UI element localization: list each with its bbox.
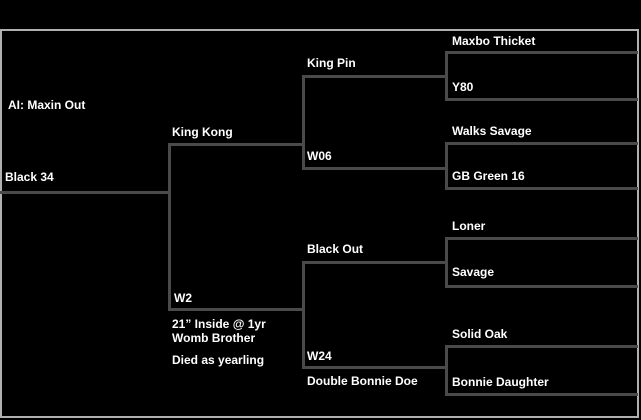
node-bonnie-daughter-label: Bonnie Daughter: [452, 375, 549, 389]
node-y80-label: Y80: [452, 80, 474, 94]
pedigree-connector-gen2: [168, 143, 171, 311]
node-black-out-label: Black Out: [307, 242, 364, 256]
node-w2-note-womb-brother: 21” Inside @ 1yr Womb Brother: [172, 317, 266, 345]
pedigree-connector-gen4-d: [445, 345, 448, 396]
pedigree-line-w2: [168, 308, 305, 311]
node-w06-label: W06: [307, 149, 332, 163]
pedigree-connector-gen3-top: [302, 75, 305, 170]
node-w24-label: W24: [307, 349, 332, 363]
pedigree-line-maxbo-thicket: [445, 51, 638, 54]
pedigree-line-dam: [0, 191, 171, 194]
pedigree-connector-gen4-c: [445, 237, 448, 288]
pedigree-line-king-kong: [168, 143, 305, 146]
node-maxbo-thicket-label: Maxbo Thicket: [452, 34, 536, 48]
node-walks-savage-label: Walks Savage: [452, 124, 532, 138]
node-loner-label: Loner: [452, 219, 486, 233]
pedigree-line-w24: [302, 366, 448, 369]
pedigree-line-walks-savage: [445, 142, 638, 145]
node-w2-label: W2: [174, 291, 192, 305]
node-w2-note-died: Died as yearling: [172, 353, 265, 367]
pedigree-connector-gen4-a: [445, 51, 448, 101]
chart-frame: [0, 29, 639, 418]
pedigree-line-solid-oak: [445, 345, 638, 348]
pedigree-line-gb-green-16: [445, 187, 638, 190]
pedigree-line-w06: [302, 167, 448, 170]
pedigree-line-king-pin: [302, 75, 448, 78]
node-solid-oak-label: Solid Oak: [452, 327, 508, 341]
node-king-kong-label: King Kong: [172, 125, 233, 139]
pedigree-connector-gen4-b: [445, 142, 448, 190]
pedigree-line-loner: [445, 237, 638, 240]
pedigree-line-bonnie-daughter: [445, 393, 638, 396]
node-w24-note-double-bonnie-doe: Double Bonnie Doe: [307, 374, 418, 388]
node-sire-label: AI: Maxin Out: [8, 98, 86, 112]
pedigree-line-savage: [445, 285, 638, 288]
pedigree-line-black-out: [302, 261, 448, 264]
pedigree-connector-gen3-bottom: [302, 261, 305, 369]
node-dam-label: Black 34: [5, 170, 54, 184]
node-savage-label: Savage: [452, 265, 495, 279]
pedigree-line-y80: [445, 98, 638, 101]
node-gb-green-16-label: GB Green 16: [452, 169, 525, 183]
node-king-pin-label: King Pin: [307, 56, 356, 70]
